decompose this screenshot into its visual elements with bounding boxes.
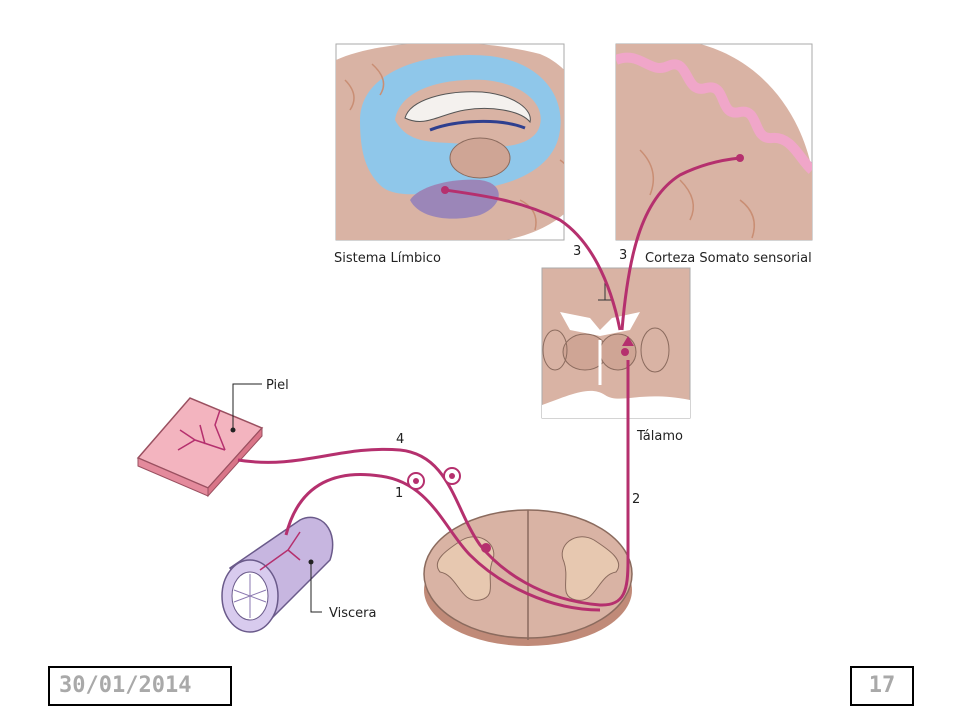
viscera-tube bbox=[221, 516, 334, 633]
pathway-number-3-right: 3 bbox=[619, 248, 627, 263]
page-number-text: 17 bbox=[868, 673, 896, 698]
pathway-number-4: 4 bbox=[396, 432, 404, 447]
dorsal-horn-synapse bbox=[481, 543, 491, 553]
pathway-number-1: 1 bbox=[395, 486, 403, 501]
thalamus-label: Tálamo bbox=[636, 429, 683, 444]
spinal-cord bbox=[423, 509, 633, 646]
limbic-terminal bbox=[441, 186, 449, 194]
thalamus-arrow bbox=[622, 336, 634, 346]
neural-pathways bbox=[237, 156, 741, 612]
pathway-3-limbic bbox=[444, 188, 622, 331]
skin-label: Piel bbox=[266, 378, 289, 393]
pathway-1 bbox=[284, 472, 601, 612]
thalamus-synapse bbox=[621, 348, 629, 356]
pathway-3-cortex bbox=[620, 156, 741, 331]
dorsal-root-ganglia bbox=[407, 467, 461, 490]
cortex-panel bbox=[615, 43, 813, 241]
pathway-number-2: 2 bbox=[632, 492, 640, 507]
cortex-label: Corteza Somato sensorial bbox=[645, 251, 812, 266]
thalamus-panel bbox=[541, 267, 691, 419]
viscera-label: Viscera bbox=[329, 606, 376, 621]
date-footer: 30/01/2014 bbox=[48, 666, 232, 706]
cortex-terminal bbox=[736, 154, 744, 162]
page-number-footer: 17 bbox=[850, 666, 914, 706]
date-text: 30/01/2014 bbox=[59, 673, 192, 698]
limbic-system-label: Sistema Límbico bbox=[334, 251, 441, 266]
pathway-4 bbox=[237, 447, 630, 607]
skin-patch bbox=[136, 383, 264, 498]
pathway-number-3-left: 3 bbox=[573, 244, 581, 259]
limbic-system-panel bbox=[335, 43, 565, 241]
